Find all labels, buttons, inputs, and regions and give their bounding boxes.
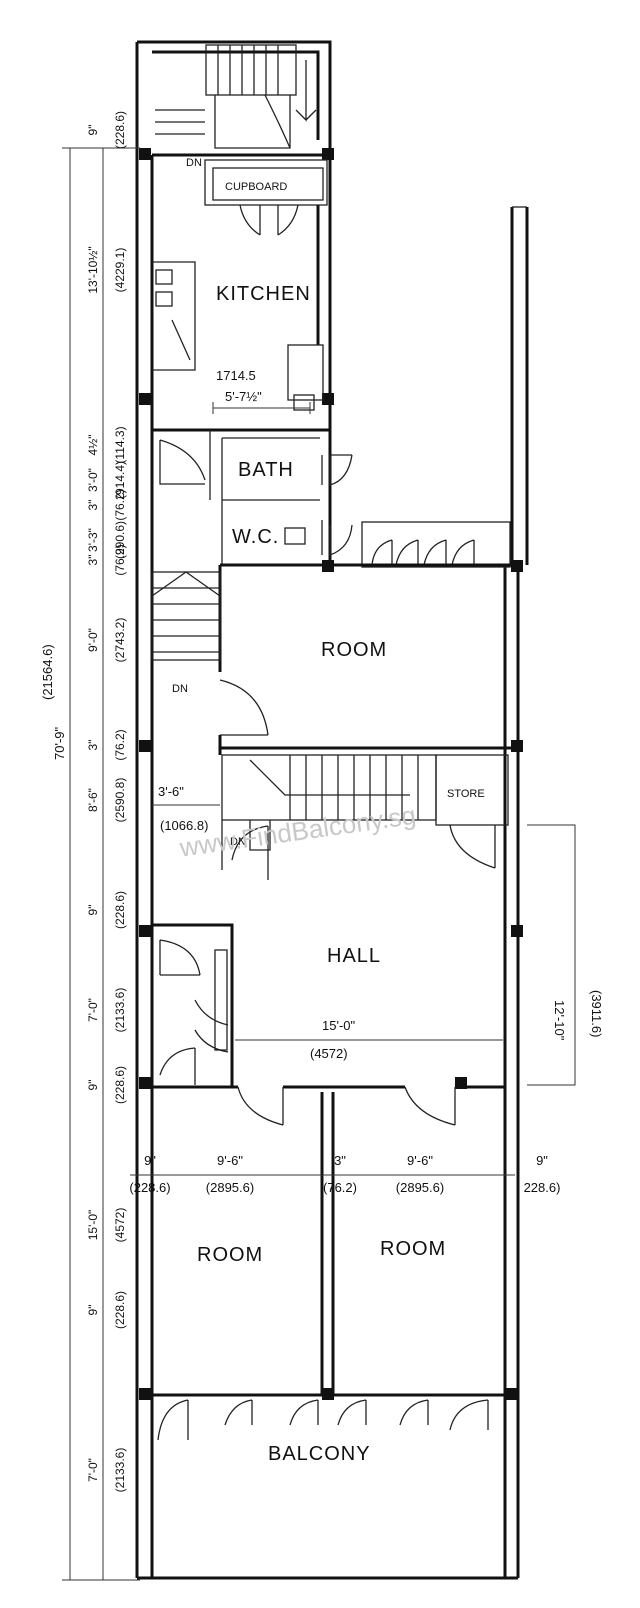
left-dim-metric: (4572): [113, 1208, 127, 1243]
left-dim-metric: (2590.8): [113, 778, 127, 823]
balcony-label: BALCONY: [268, 1443, 371, 1465]
kitchen-label: KITCHEN: [216, 283, 311, 305]
left-dim-metric: (76.2): [113, 729, 127, 760]
hall-area: HALL 15'-0" (4572) 12'-10" (3911.6): [152, 824, 604, 1087]
left-dim-imperial: 3": [86, 555, 100, 566]
left-dimensions: 70'-9" (21564.6) 9" (228.6) 13'-10½" (4229.…: [40, 111, 140, 1581]
left-dim-imperial: 3": [86, 500, 100, 511]
bottom-dim-metric: (76.2): [323, 1180, 357, 1195]
left-dim-imperial: 9": [86, 1080, 100, 1091]
left-dim-imperial: 3": [86, 740, 100, 751]
left-room-label: ROOM: [197, 1244, 263, 1266]
wc-label: W.C.: [232, 526, 279, 548]
main-stair-store: DN STORE: [221, 754, 509, 880]
hall-label: HALL: [327, 945, 381, 967]
left-dim-metric: (2133.6): [113, 1448, 127, 1493]
left-dim-metric: (76.2): [113, 544, 127, 575]
kitchen-width-metric: 1714.5: [216, 368, 256, 383]
stair-dn-label-upper: DN: [172, 683, 188, 695]
left-dim-metric: (990.6): [113, 521, 127, 559]
bottom-dim-imperial: 3": [334, 1153, 346, 1168]
left-dim-imperial: 9": [86, 905, 100, 916]
left-dim-imperial: 9'-0": [86, 628, 100, 652]
stair-dn-label-top: DN: [186, 157, 202, 169]
kitchen-width-imperial: 5'-7½": [225, 389, 262, 404]
left-dim-metric: (914.4): [113, 461, 127, 499]
bath-wc-area: BATH W.C.: [152, 428, 353, 565]
left-dim-metric: (4229.1): [113, 248, 127, 293]
left-dim-imperial: 13'-10½": [86, 246, 100, 293]
left-dim-imperial: 3'-0": [86, 468, 100, 492]
left-dim-imperial: 15'-0": [86, 1210, 100, 1241]
store-label: STORE: [447, 788, 485, 800]
left-dim-metric: (228.6): [113, 111, 127, 149]
overall-metric: (21564.6): [40, 644, 55, 700]
bottom-dimension-labels: 9" (228.6) 9'-6" (2895.6) 3" (76.2) 9'-6" (2895…: [129, 1153, 560, 1195]
left-dim-metric: (228.6): [113, 1291, 127, 1329]
left-dim-imperial: 4½": [86, 435, 100, 456]
left-dim-imperial: 3'-3": [86, 528, 100, 552]
bottom-dim-imperial: 9'-6": [217, 1153, 243, 1168]
balcony-area: BALCONY: [157, 1399, 489, 1465]
hall-width-metric: (4572): [310, 1046, 348, 1061]
bath-label: BATH: [238, 459, 294, 481]
stair-width-metric: (1066.8): [160, 818, 208, 833]
left-dim-imperial: 7'-0": [86, 1458, 100, 1482]
bottom-dim-metric: 228.6): [524, 1180, 561, 1195]
left-dim-imperial: 9": [86, 1305, 100, 1316]
bottom-dim-imperial: 9'-6": [407, 1153, 433, 1168]
yard-openings: [361, 521, 511, 568]
cupboard-label: CUPBOARD: [225, 181, 287, 193]
upper-room: ROOM: [218, 563, 518, 755]
bottom-dim-imperial: 9": [536, 1153, 548, 1168]
overall-imperial: 70'-9": [52, 726, 67, 760]
bottom-rooms: ROOM ROOM: [130, 1085, 515, 1397]
rear-stair: DN: [155, 44, 317, 169]
kitchen-area: CUPBOARD KITCHEN 1714.5 5'-7½": [152, 153, 330, 414]
bottom-dim-imperial: 9": [144, 1153, 156, 1168]
left-dim-metric: (2133.6): [113, 988, 127, 1033]
stair-width-imperial: 3'-6": [158, 784, 184, 799]
left-dim-imperial: 7'-0": [86, 998, 100, 1022]
bottom-dim-metric: (228.6): [129, 1180, 170, 1195]
left-dim-metric: (76.2): [113, 489, 127, 520]
left-dimension-labels: 9" (228.6) 13'-10½" (4229.1) 4½" (114.3) 3'-0"…: [86, 111, 127, 1492]
outer-walls: [135, 40, 529, 1580]
watermark: www.FindBalcony.sg: [177, 800, 418, 863]
hall-depth-imperial: 12'-10": [552, 1000, 567, 1041]
right-room-label: ROOM: [380, 1238, 446, 1260]
hall-depth-metric: (3911.6): [589, 990, 604, 1037]
hall-width-imperial: 15'-0": [322, 1018, 356, 1033]
left-dim-metric: (228.6): [113, 891, 127, 929]
bottom-dim-metric: (2895.6): [206, 1180, 254, 1195]
left-dim-metric: (114.3): [113, 426, 127, 463]
left-dim-imperial: 9": [86, 125, 100, 136]
left-dim-metric: (2743.2): [113, 618, 127, 663]
left-dim-imperial: 8'-6": [86, 788, 100, 812]
left-dim-metric: (228.6): [113, 1066, 127, 1104]
internal-stair: DN: [151, 571, 221, 695]
upper-room-label: ROOM: [321, 639, 387, 661]
bottom-dim-metric: (2895.6): [396, 1180, 444, 1195]
